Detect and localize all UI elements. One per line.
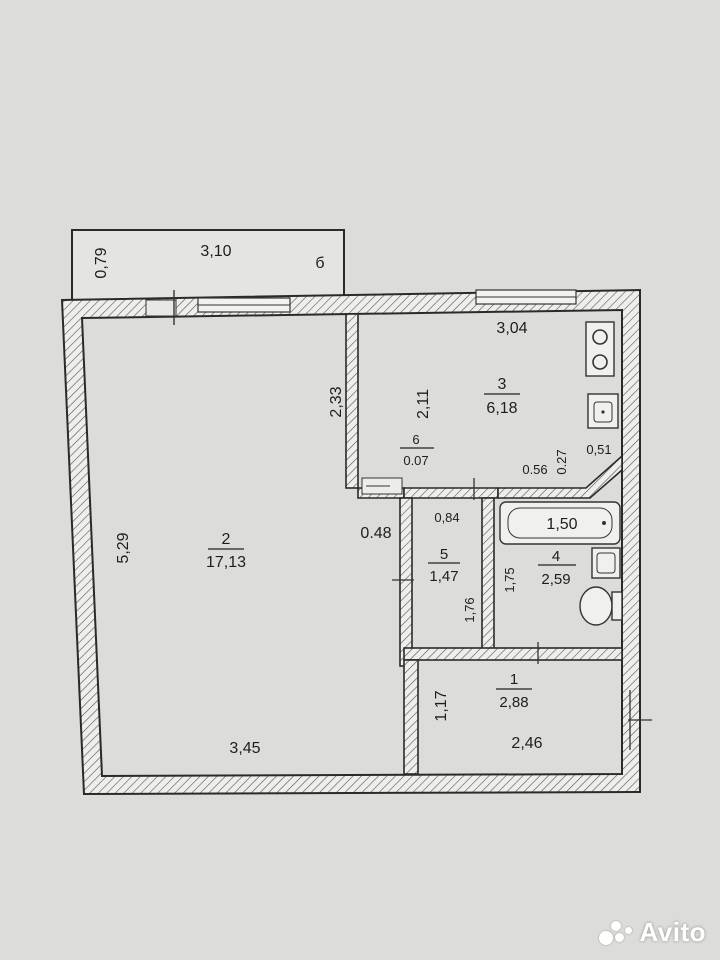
partition-233-label: 2,33 bbox=[328, 386, 345, 417]
room4-height-label: 1,75 bbox=[502, 567, 517, 592]
room-4-number: 4 bbox=[552, 548, 560, 565]
room-3-number: 3 bbox=[498, 376, 507, 393]
balcony-width-label: 3,10 bbox=[200, 243, 231, 260]
avito-logo-icon bbox=[599, 919, 633, 947]
balcony-depth-label: 0,79 bbox=[93, 247, 110, 278]
room3-width-label: 3,04 bbox=[496, 320, 527, 337]
room3-height-label: 2,11 bbox=[415, 389, 432, 419]
balcony bbox=[71, 229, 345, 300]
labels: 3,10 0,79 б 2 17,13 5,29 3,45 2,33 3 6,1… bbox=[93, 243, 612, 757]
door-marks bbox=[392, 478, 652, 750]
room-6-number: 6 bbox=[412, 432, 419, 447]
niche-027-label: 0.27 bbox=[554, 449, 569, 474]
room-6-niche bbox=[361, 477, 403, 495]
fraction-lines bbox=[208, 393, 576, 690]
bath-length-label: 1,50 bbox=[546, 516, 577, 533]
room2-width-label: 3,45 bbox=[229, 740, 260, 757]
bathroom-sink-icon bbox=[591, 547, 621, 579]
room-1-area: 2,88 bbox=[499, 694, 528, 711]
gap-048-label: 0.48 bbox=[360, 525, 391, 542]
toilet-icon bbox=[579, 586, 623, 626]
balcony-id-label: б bbox=[315, 255, 324, 272]
sink-width-label: 0,51 bbox=[586, 442, 611, 457]
room-2-number: 2 bbox=[222, 531, 231, 548]
room-5-number: 5 bbox=[440, 546, 448, 563]
bathtub-icon bbox=[499, 501, 621, 545]
windows bbox=[145, 289, 577, 325]
room1-width-label: 2,46 bbox=[511, 735, 542, 752]
room-3-area: 6,18 bbox=[486, 400, 517, 417]
niche-056-label: 0.56 bbox=[522, 462, 547, 477]
outer-walls bbox=[60, 288, 641, 796]
room-5-area: 1,47 bbox=[429, 568, 458, 585]
room-6-area: 0.07 bbox=[403, 453, 428, 468]
room5-width-label: 0,84 bbox=[434, 510, 459, 525]
room5-height-label: 1,76 bbox=[462, 597, 477, 622]
room-4-area: 2,59 bbox=[541, 571, 570, 588]
room1-height-label: 1,17 bbox=[433, 690, 450, 721]
kitchen-sink-icon bbox=[587, 393, 619, 429]
stove-icon bbox=[585, 321, 615, 377]
watermark-text: Avito bbox=[639, 917, 706, 947]
room2-height-label: 5,29 bbox=[115, 532, 132, 563]
room-2-area: 17,13 bbox=[206, 554, 246, 571]
avito-watermark: Avito bbox=[599, 917, 706, 948]
room-1-number: 1 bbox=[510, 671, 518, 688]
